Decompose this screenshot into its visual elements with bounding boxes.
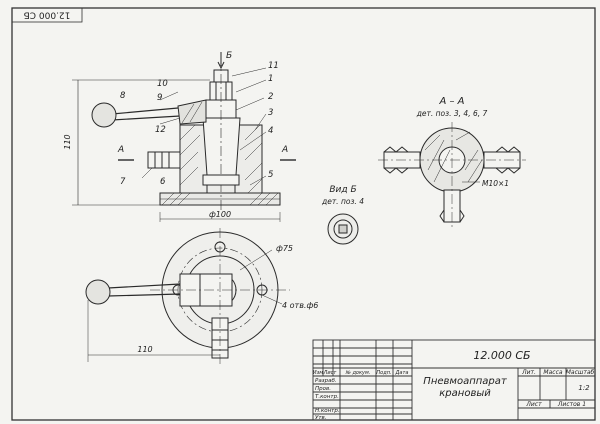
section-subtitle: дет. поз. 3, 4, 6, 7	[416, 109, 488, 118]
tb-sheet-label: Лист	[525, 401, 542, 408]
dim-holes: 4 отв.ф6	[282, 301, 318, 310]
callout-9: 9	[157, 93, 162, 103]
callout-6: 6	[160, 177, 166, 187]
callout-8: 8	[120, 91, 126, 101]
tb-hdr-data: Дата	[395, 370, 409, 376]
tb-hdr-doc: № докум.	[345, 370, 371, 376]
tb-scale-value: 1:2	[578, 384, 590, 392]
view-b-title: Вид Б	[329, 185, 356, 195]
tb-row-prov: Пров.	[315, 386, 331, 392]
tb-row-razrab: Разраб.	[315, 378, 337, 384]
dim-length: 110	[137, 345, 152, 354]
callout-10: 10	[157, 79, 168, 89]
section-title: А – А	[438, 96, 464, 107]
callout-7: 7	[120, 177, 126, 187]
drawing-frame	[11, 7, 596, 421]
callout-1: 1	[268, 74, 273, 84]
tb-name-line2: крановый	[439, 388, 491, 399]
callout-11: 11	[268, 61, 279, 71]
title-block	[312, 339, 596, 421]
tb-hdr-podp: Подп.	[376, 370, 391, 376]
callout-12: 12	[155, 125, 166, 135]
tb-name-line1: Пневмоаппарат	[423, 376, 508, 387]
section-mark-right: А	[281, 145, 288, 155]
section-view	[378, 122, 526, 228]
main-view	[72, 52, 296, 222]
callouts-main: 11 1 2 3 4 5 10 9 8 12 7 6	[120, 61, 279, 187]
thread-label: М10×1	[482, 179, 509, 188]
section-mark-left: А	[117, 145, 124, 155]
view-b-arrow-label: Б	[226, 51, 232, 61]
tb-col-mass: Масса	[543, 369, 562, 376]
tb-hdr-list: Лист	[323, 370, 338, 376]
callout-3: 3	[268, 108, 273, 118]
dim-base-diameter: ф100	[209, 210, 231, 219]
rotated-code-box	[11, 7, 83, 23]
callout-5: 5	[268, 170, 273, 180]
view-b-subtitle: дет. поз. 4	[321, 197, 364, 206]
tb-row-tkontr: Т.контр.	[315, 394, 339, 400]
tb-col-scale: Масштаб	[566, 369, 595, 376]
dim-bolt-circle: ф75	[276, 244, 293, 253]
plan-view	[85, 228, 290, 365]
tb-row-utv: Утв.	[315, 415, 327, 421]
tb-sheets-label: Листов 1	[557, 401, 586, 408]
tb-col-lit: Лит.	[521, 369, 536, 376]
tb-doc-code: 12.000 СБ	[473, 349, 530, 362]
rotated-doc-code: 12.000 СБ	[24, 10, 71, 20]
view-b	[327, 213, 359, 245]
tb-row-nkontr: Н.контр.	[315, 408, 340, 414]
callout-2: 2	[268, 92, 273, 102]
tb-hdr-izm: Изм	[313, 370, 323, 376]
dim-height: 110	[63, 134, 72, 149]
title-block-text: 12.000 СБ Пневмоаппарат крановый Лит. Ма…	[313, 349, 595, 421]
callout-4: 4	[268, 126, 273, 136]
